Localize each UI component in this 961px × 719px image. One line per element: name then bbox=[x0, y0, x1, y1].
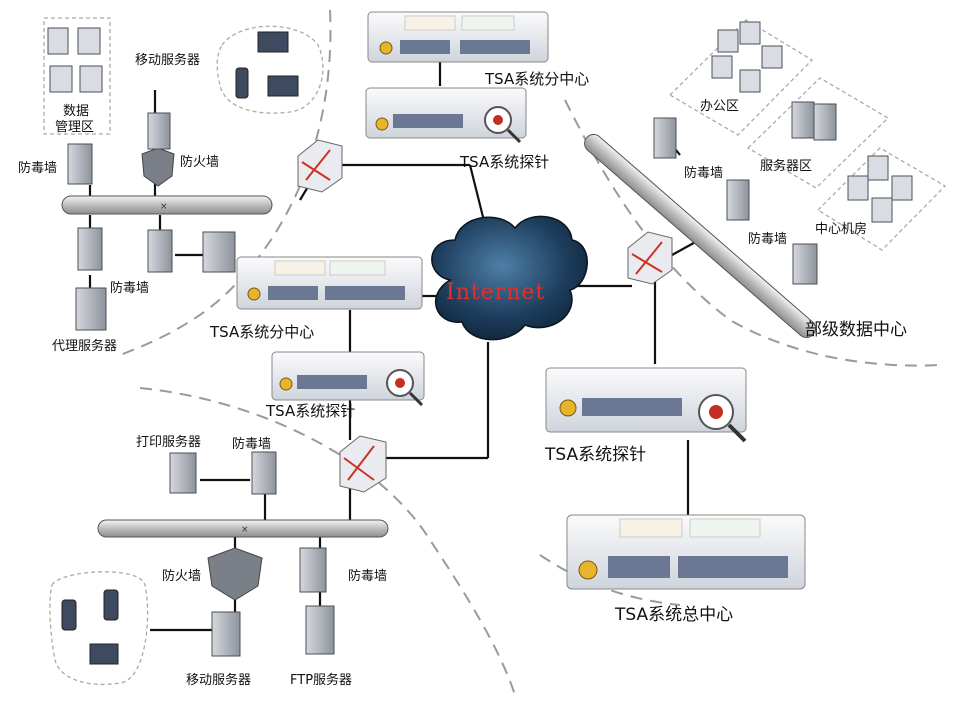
appliance-icon bbox=[566, 514, 806, 590]
phone-icon bbox=[103, 589, 119, 621]
mobile-server-bottom-label: 移动服务器 bbox=[186, 673, 252, 688]
bus-bottom: × bbox=[97, 519, 389, 538]
workstation-icon bbox=[717, 29, 739, 53]
mobile-server-top-label: 移动服务器 bbox=[135, 53, 201, 68]
tsa-probe-top-label: TSA系统探针 bbox=[460, 153, 550, 171]
svg-text:×: × bbox=[160, 202, 168, 212]
tsa-probe-big-label: TSA系统探针 bbox=[545, 445, 647, 465]
bus-right bbox=[584, 133, 816, 339]
laptop-icon bbox=[89, 643, 119, 665]
router-icon bbox=[297, 139, 343, 193]
probe-magnifier-icon bbox=[365, 87, 527, 144]
firewall-shield-icon bbox=[207, 547, 263, 601]
server-icon bbox=[792, 243, 818, 285]
firewall-bottom-label: 防火墙 bbox=[162, 569, 202, 584]
av-wall-right-2-label: 防毒墙 bbox=[748, 232, 788, 247]
server-icon bbox=[305, 605, 335, 655]
av-wall-right-1-label: 防毒墙 bbox=[684, 166, 724, 181]
av-wall-top-left-label: 防毒墙 bbox=[18, 161, 58, 176]
tsa-hq-label: TSA系统总中心 bbox=[615, 605, 734, 625]
proxy-server-label: 代理服务器 bbox=[52, 339, 118, 354]
tsa-probe-mid-label: TSA系统探针 bbox=[266, 402, 356, 420]
server-icon bbox=[251, 451, 277, 495]
workstation-icon bbox=[871, 197, 893, 223]
av-wall-bottom-2-label: 防毒墙 bbox=[348, 569, 388, 584]
server-icon bbox=[791, 101, 815, 139]
av-wall-bottom-1-label: 防毒墙 bbox=[232, 437, 272, 452]
workstation-icon bbox=[49, 65, 73, 93]
data-mgmt-label-line2: 管理区 bbox=[55, 120, 95, 135]
zone-boundaries bbox=[119, 9, 941, 696]
server-icon bbox=[147, 112, 171, 150]
appliance-icon bbox=[236, 256, 423, 310]
firewall-top-label: 防火墙 bbox=[180, 155, 220, 170]
server-icon bbox=[169, 452, 197, 494]
appliance-icon bbox=[367, 11, 549, 63]
workstation-icon bbox=[847, 175, 869, 201]
laptop-icon bbox=[267, 75, 299, 97]
workstation-icon bbox=[891, 175, 913, 201]
workstation-icon bbox=[77, 27, 101, 55]
server-icon bbox=[67, 143, 93, 185]
firewall-shield-icon bbox=[141, 147, 175, 187]
server-icon bbox=[211, 611, 241, 657]
print-server-label: 打印服务器 bbox=[136, 435, 202, 450]
server-icon bbox=[75, 287, 107, 331]
workstation-icon bbox=[739, 69, 761, 93]
server-icon bbox=[299, 547, 327, 593]
server-zone-label: 服务器区 bbox=[760, 159, 813, 174]
router-icon bbox=[627, 231, 673, 285]
probe-magnifier-icon bbox=[271, 351, 425, 407]
tsa-branch-top-label: TSA系统分中心 bbox=[485, 70, 590, 88]
internet-label: Internet bbox=[446, 280, 546, 305]
server-icon bbox=[653, 117, 677, 159]
ftp-server-label: FTP服务器 bbox=[290, 673, 353, 688]
workstation-icon bbox=[761, 45, 783, 69]
phone-icon bbox=[235, 67, 249, 99]
server-icon bbox=[147, 229, 173, 273]
workstation-icon bbox=[47, 27, 69, 55]
workstation-icon bbox=[739, 21, 761, 45]
data-mgmt-label-line1: 数据 bbox=[63, 104, 90, 119]
workstation-icon bbox=[867, 155, 889, 181]
server-icon bbox=[813, 103, 837, 141]
server-icon bbox=[726, 179, 750, 221]
server-icon bbox=[77, 227, 103, 271]
workstation-icon bbox=[79, 65, 103, 93]
ministry-dc-label: 部级数据中心 bbox=[805, 320, 907, 340]
workstation-icon bbox=[711, 55, 733, 79]
office-zone-label: 办公区 bbox=[700, 99, 740, 114]
bus-left: × bbox=[61, 195, 273, 215]
server-icon bbox=[202, 231, 236, 273]
router-icon bbox=[339, 435, 387, 493]
phone-icon bbox=[61, 599, 77, 631]
svg-text:×: × bbox=[241, 525, 249, 535]
cloud-icon bbox=[431, 215, 588, 341]
center-room-label: 中心机房 bbox=[815, 222, 868, 237]
laptop-icon bbox=[257, 31, 289, 53]
av-wall-mid-left-label: 防毒墙 bbox=[110, 281, 150, 296]
probe-magnifier-icon bbox=[545, 367, 747, 443]
tsa-branch-mid-label: TSA系统分中心 bbox=[210, 323, 315, 341]
